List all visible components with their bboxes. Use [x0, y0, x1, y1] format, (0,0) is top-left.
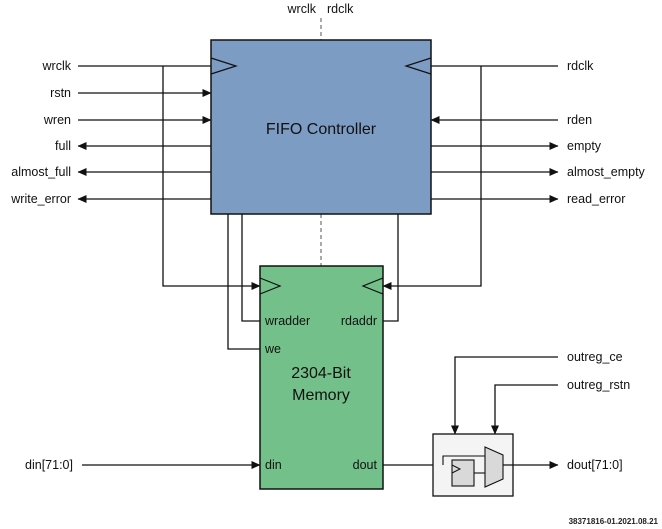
arrow-outreg-ce — [451, 356, 558, 435]
port-label-rdaddr: rdaddr — [341, 314, 377, 328]
signal-label-read-error: read_error — [567, 192, 625, 206]
signal-label-write-error: write_error — [10, 192, 71, 206]
memory-write-clock-icon — [259, 277, 282, 295]
signal-label-wrclk: wrclk — [42, 59, 72, 73]
top-label-wrclk: wrclk — [287, 2, 317, 16]
fifo-controller-title: FIFO Controller — [266, 121, 377, 138]
memory-read-clock-icon — [361, 277, 384, 295]
signal-label-wren: wren — [43, 113, 71, 127]
output-mux — [484, 446, 504, 488]
wire-bypass-path — [442, 455, 485, 465]
wire-rdclk-to-memory — [382, 66, 482, 290]
signal-label-din: din[71:0] — [25, 458, 73, 472]
output-flipflop — [451, 459, 475, 487]
signal-label-outreg-ce: outreg_ce — [567, 350, 623, 364]
port-label-we: we — [264, 342, 281, 356]
signal-label-rden: rden — [567, 113, 592, 127]
memory-title-line1: 2304-Bit — [291, 365, 351, 382]
port-label-wradder: wradder — [264, 314, 310, 328]
memory-title-line2: Memory — [292, 387, 350, 404]
controller-rdclk-clock-icon — [404, 57, 432, 75]
fifo-controller-block — [210, 39, 432, 215]
top-label-rdclk: rdclk — [327, 2, 354, 16]
signal-label-full: full — [55, 139, 71, 153]
memory-block — [259, 265, 384, 490]
signal-label-empty: empty — [567, 139, 602, 153]
signal-label-rdclk: rdclk — [567, 59, 594, 73]
figure-id: 38371816-01.2021.08.21 — [569, 517, 659, 526]
arrow-outreg-rstn — [491, 384, 558, 435]
signal-label-outreg-rstn: outreg_rstn — [567, 378, 630, 392]
signal-label-almost-full: almost_full — [11, 165, 71, 179]
flipflop-clock-icon — [451, 464, 462, 474]
signal-label-rstn: rstn — [50, 86, 71, 100]
port-label-din: din — [265, 458, 282, 472]
controller-wrclk-clock-icon — [210, 57, 238, 75]
wire-we — [227, 214, 260, 350]
wire-rdaddr — [383, 214, 399, 322]
wire-wradder — [241, 214, 260, 322]
signal-label-almost-empty: almost_empty — [567, 165, 646, 179]
signal-label-dout: dout[71:0] — [567, 458, 623, 472]
port-label-dout: dout — [353, 458, 378, 472]
